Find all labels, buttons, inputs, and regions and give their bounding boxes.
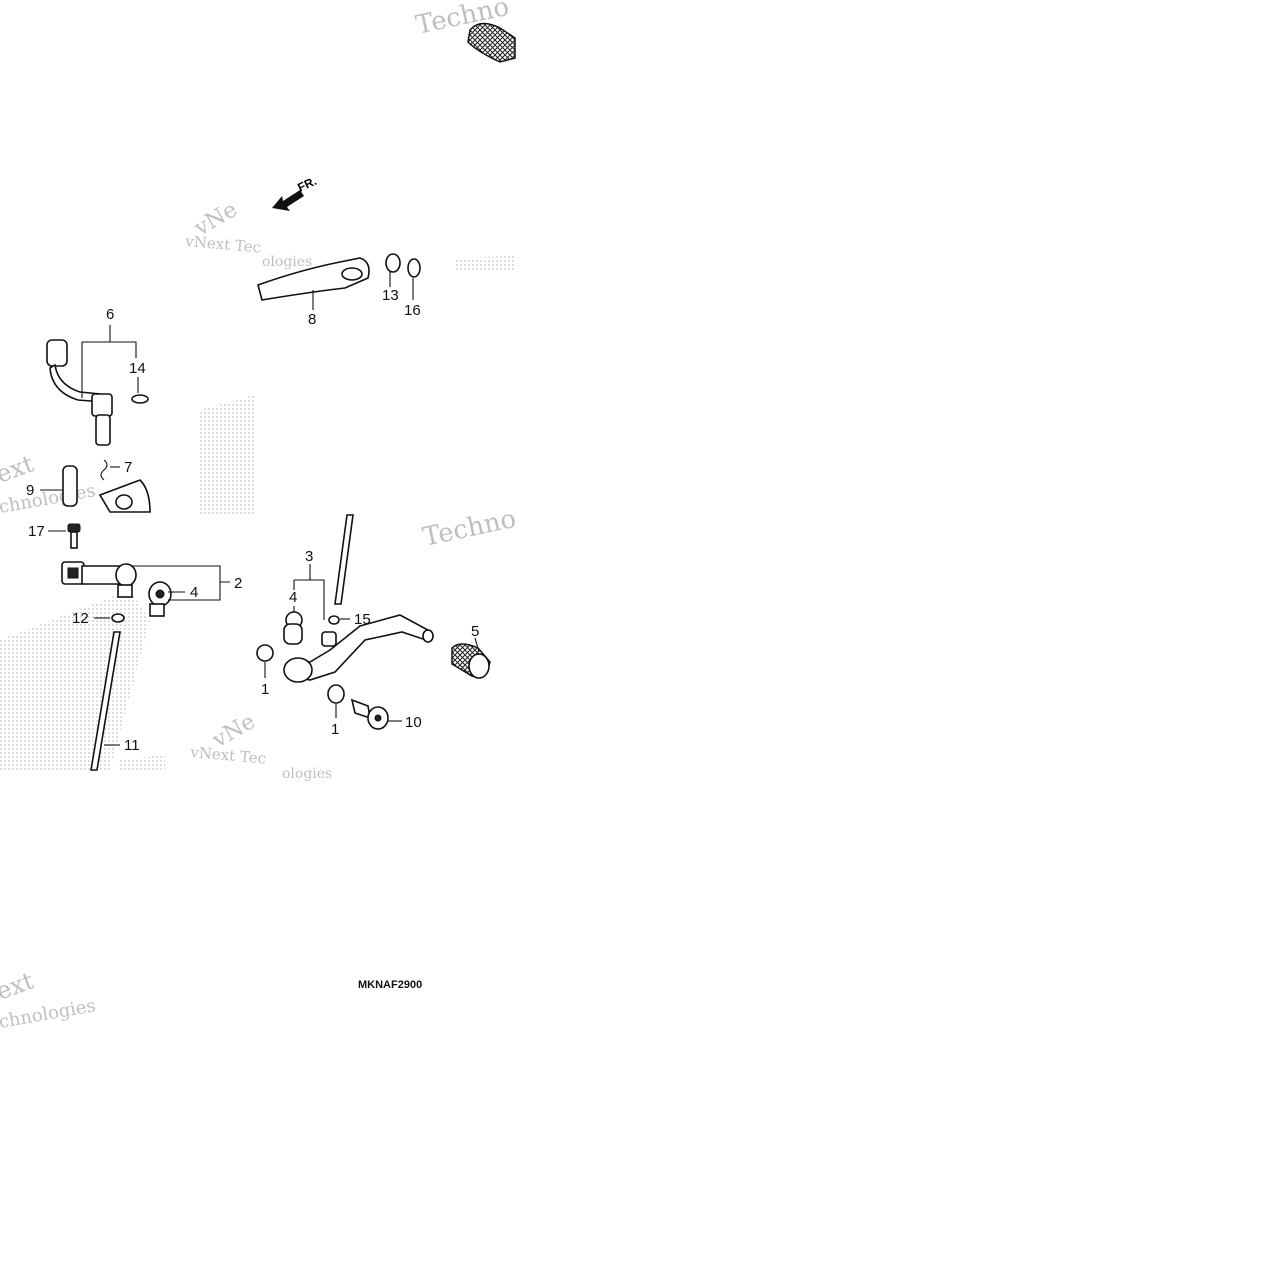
shift-lever-upper xyxy=(257,253,421,301)
callout-5: 5 xyxy=(471,623,479,640)
shift-arm-joint xyxy=(61,561,172,617)
callout-16: 16 xyxy=(404,302,421,319)
callout-4: 4 xyxy=(190,584,198,601)
leader-lines xyxy=(40,272,480,746)
callout-13: 13 xyxy=(382,287,399,304)
watermark-text: ologies xyxy=(282,766,332,782)
callout-10: 10 xyxy=(405,714,422,731)
drawing-code: MKNAF2900 xyxy=(358,979,422,991)
front-direction-arrow: FR. xyxy=(272,174,319,211)
callout-labels: 1 1 2 3 4 4 5 6 7 8 9 10 11 12 13 14 15 … xyxy=(26,287,479,754)
shift-spindle-assembly xyxy=(46,339,149,446)
callout-3: 3 xyxy=(305,548,313,565)
callout-17: 17 xyxy=(28,523,45,540)
watermark-text: chnologies xyxy=(0,480,97,518)
callout-11: 11 xyxy=(124,737,140,754)
shift-pedal-assembly xyxy=(256,514,491,730)
callout-1: 1 xyxy=(261,681,269,698)
watermarks: vNext Tec ologies vNext Tec ologies Tech… xyxy=(0,0,519,1033)
callout-4: 4 xyxy=(289,589,297,606)
footpeg-rubber-top xyxy=(467,22,516,63)
callout-7: 7 xyxy=(124,459,132,476)
bolt-17 xyxy=(67,523,81,549)
callout-14: 14 xyxy=(129,360,146,377)
direction-label: FR. xyxy=(295,174,318,195)
callout-8: 8 xyxy=(308,311,316,328)
watermark-text: vNext Tec xyxy=(184,232,262,257)
callout-9: 9 xyxy=(26,482,34,499)
watermark-text: ologies xyxy=(262,254,312,270)
callout-12: 12 xyxy=(72,610,89,627)
return-springs xyxy=(62,459,151,513)
callout-6: 6 xyxy=(106,306,114,323)
callout-1: 1 xyxy=(331,721,339,738)
shift-rod-left xyxy=(90,613,125,771)
watermark-text: Techno xyxy=(420,504,519,553)
callout-15: 15 xyxy=(354,611,371,628)
watermark-text: ext xyxy=(0,966,38,1005)
background-logo-pattern xyxy=(0,256,515,770)
callout-2: 2 xyxy=(234,575,242,592)
